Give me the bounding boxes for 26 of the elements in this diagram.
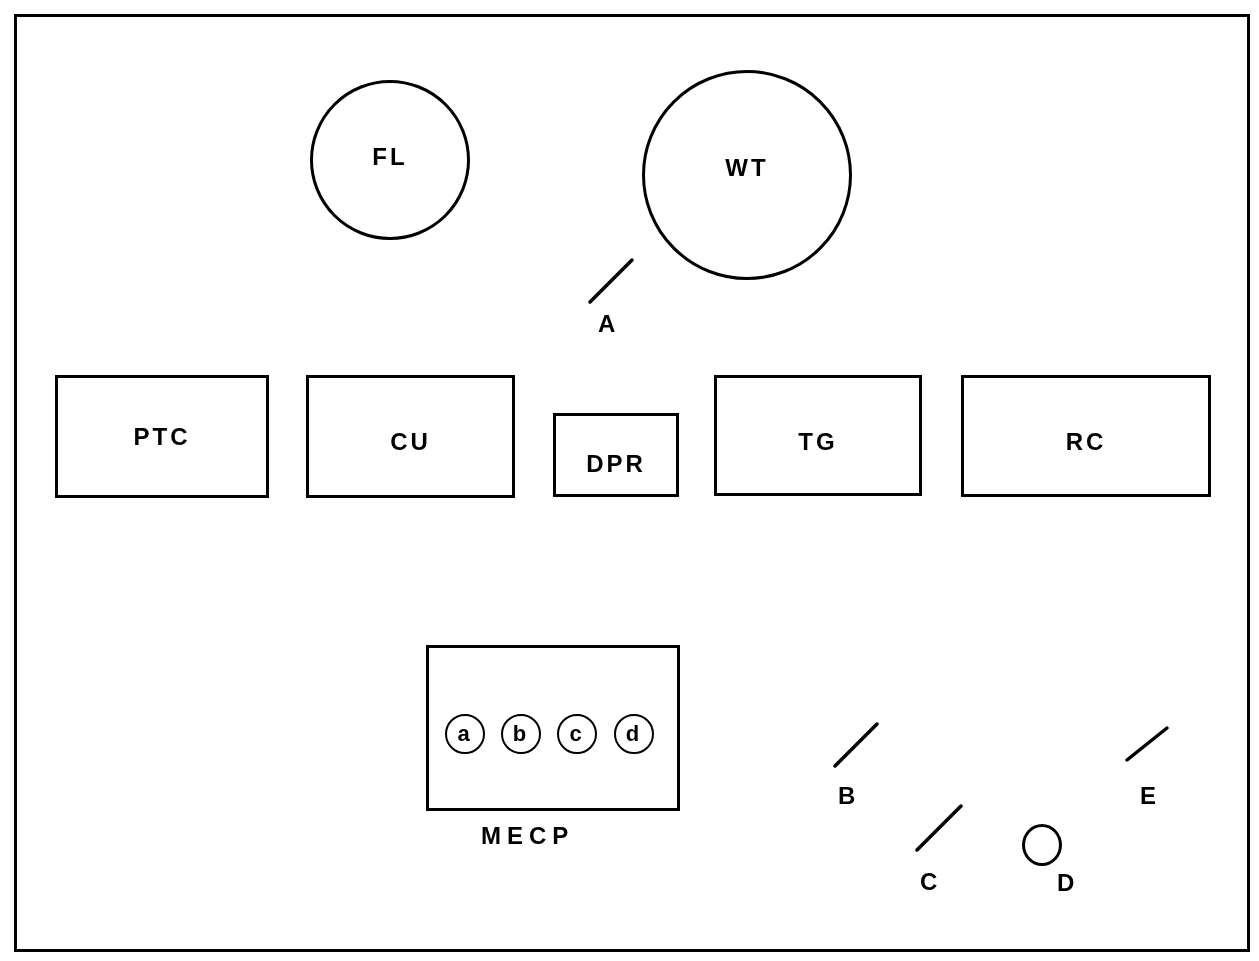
marker-letter: E — [1140, 784, 1156, 808]
node-label: TG — [798, 430, 838, 454]
node-label: a — [457, 723, 473, 745]
node-label: RC — [1065, 430, 1107, 454]
circled-letter — [557, 714, 597, 754]
labeled-box — [55, 375, 269, 498]
node-label: b — [512, 723, 530, 745]
labeled-box — [306, 375, 515, 498]
marker-letter: B — [838, 784, 856, 808]
node-label: MECP — [481, 824, 575, 848]
node-label: c — [569, 723, 585, 745]
node-label: D — [1057, 871, 1081, 895]
circled-letter — [501, 714, 541, 754]
node-label: d — [625, 723, 643, 745]
labeled-box — [714, 375, 922, 496]
node-label: FL — [372, 145, 408, 169]
marker-letter: A — [598, 312, 616, 336]
node-label: PTC — [133, 424, 191, 449]
circled-letter — [614, 714, 654, 754]
node-label: CU — [390, 430, 431, 454]
labeled-box — [961, 375, 1211, 497]
node-label: WT — [725, 156, 769, 180]
labeled-box — [553, 413, 679, 497]
node-label: DPR — [586, 452, 646, 476]
marker-letter: C — [920, 870, 938, 894]
circled-letter — [445, 714, 485, 754]
